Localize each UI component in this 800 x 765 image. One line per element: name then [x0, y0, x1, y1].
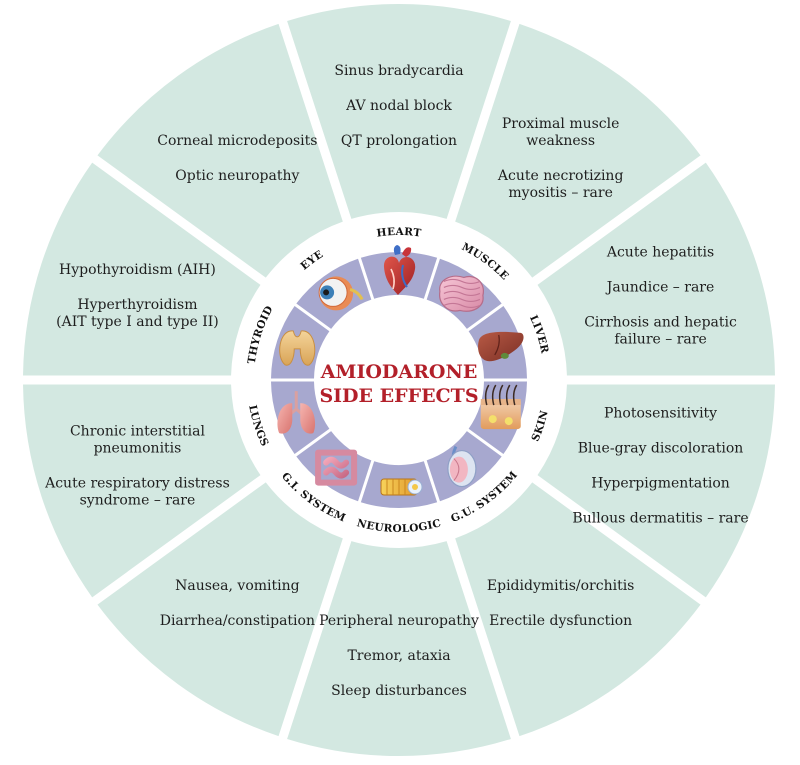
effect-neuro-line-2: Sleep disturbances: [331, 683, 467, 699]
effect-heart-line-2: QT prolongation: [341, 133, 457, 149]
effect-heart-line-0: Sinus bradycardia: [334, 63, 463, 79]
eye-icon: [318, 276, 364, 311]
effect-lungs-line-2: Acute respiratory distress: [44, 475, 230, 491]
effect-gu-line-1: Erectile dysfunction: [489, 613, 632, 629]
effect-skin-line-2: Hyperpigmentation: [591, 475, 730, 491]
center-title-line2: SIDE EFFECTS: [319, 385, 478, 407]
heart-icon: [383, 245, 416, 295]
intestine-icon: [315, 449, 358, 486]
outer-sector-thyroid: [23, 162, 261, 376]
effect-gi-line-1: Diarrhea/constipation: [160, 613, 315, 629]
nerve-icon: [380, 478, 423, 496]
effect-liver-line-0: Acute hepatitis: [606, 245, 714, 261]
skin-icon: [480, 384, 521, 430]
ring-label-heart: HEART: [376, 226, 422, 240]
outer-sector-liver: [537, 162, 775, 376]
effect-eye-line-0: Corneal microdeposits: [157, 133, 317, 149]
effects-thyroid: Hypothyroidism (AIH) Hyperthyroidism(AIT …: [56, 262, 219, 330]
effect-gu-line-0: Epididymitis/orchitis: [487, 578, 634, 594]
effect-liver-line-3: failure – rare: [614, 332, 706, 348]
effect-liver-line-1: Jaundice – rare: [605, 280, 714, 296]
effects-heart: Sinus bradycardia AV nodal block QT prolon…: [334, 63, 463, 149]
outer-sector-heart: [287, 3, 511, 219]
testis-icon: [447, 445, 477, 488]
effect-thyroid-line-0: Hypothyroidism (AIH): [59, 262, 216, 278]
effect-liver-line-2: Cirrhosis and hepatic: [584, 315, 737, 331]
effect-lungs-line-3: syndrome – rare: [80, 492, 196, 508]
outer-sector-eye: [97, 23, 343, 278]
effect-muscle-line-1: weakness: [526, 133, 595, 149]
center-title-line1: AMIODARONE: [320, 361, 478, 383]
effect-lungs-line-0: Chronic interstitial: [70, 423, 205, 439]
effect-heart-line-1: AV nodal block: [345, 98, 452, 114]
effect-muscle-line-0: Proximal muscle: [502, 116, 620, 132]
effect-muscle-line-3: myositis – rare: [508, 185, 612, 201]
effect-neuro-line-1: Tremor, ataxia: [347, 648, 450, 664]
outer-sector-gu: [455, 482, 701, 737]
effect-eye-line-1: Optic neuropathy: [175, 168, 299, 184]
outer-sector-lungs: [23, 384, 261, 598]
effect-neuro-line-0: Peripheral neuropathy: [319, 613, 479, 629]
ring-label-neuro: NEUROLOGIC: [355, 517, 442, 535]
center-circle: [318, 299, 480, 461]
effect-skin-line-1: Blue-gray discoloration: [578, 440, 744, 456]
thyroid-icon: [279, 330, 316, 366]
effect-gi-line-0: Nausea, vomiting: [175, 578, 300, 594]
outer-sector-neuro: [287, 541, 511, 756]
muscle-icon: [439, 275, 485, 312]
effect-muscle-line-2: Acute necrotizing: [497, 168, 624, 184]
outer-sector-gi: [97, 482, 343, 737]
effect-skin-line-3: Bullous dermatitis – rare: [572, 510, 748, 526]
effect-thyroid-line-1: Hyperthyroidism: [77, 297, 197, 313]
lungs-icon: [277, 391, 316, 434]
inner-sector-lungs: [271, 381, 330, 455]
effect-lungs-line-1: pneumonitis: [94, 440, 182, 456]
effect-skin-line-0: Photosensitivity: [604, 405, 717, 421]
outer-sector-muscle: [455, 23, 701, 278]
effect-thyroid-line-2: (AIT type I and type II): [56, 314, 219, 330]
liver-icon: [478, 331, 524, 362]
outer-sector-skin: [537, 384, 775, 598]
